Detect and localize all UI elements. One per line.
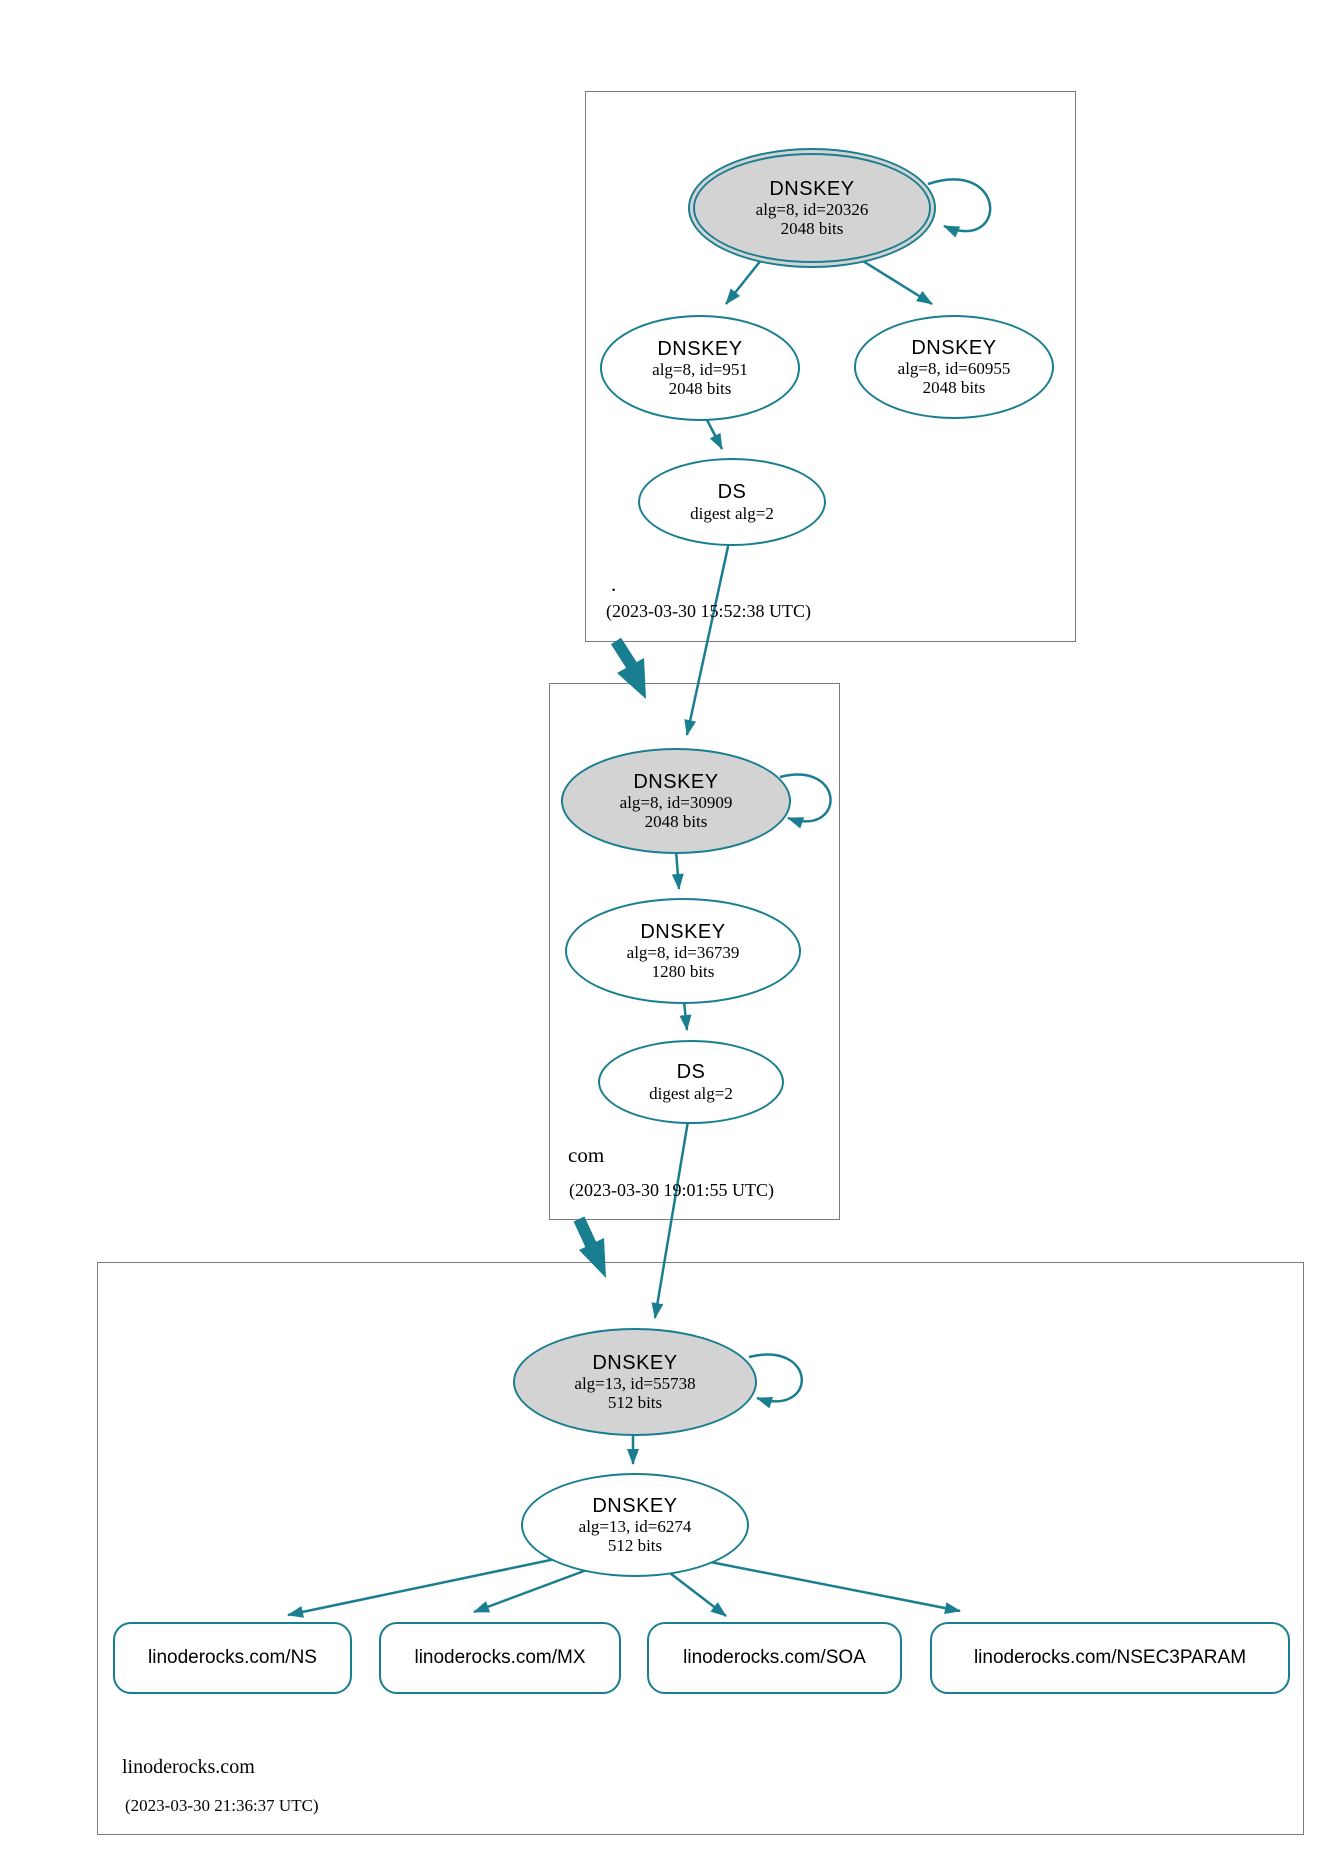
zone-cluster-linoderocks bbox=[97, 1262, 1304, 1835]
delegation-arrow-com-to-linoderocks-head bbox=[579, 1238, 606, 1278]
node-alg-id: alg=8, id=60955 bbox=[897, 359, 1011, 379]
zone-cluster-root bbox=[585, 91, 1076, 642]
node-bits: 2048 bits bbox=[922, 378, 986, 398]
node-bits: 2048 bits bbox=[644, 812, 708, 832]
node-bits: 1280 bits bbox=[651, 962, 715, 982]
node-alg-id: alg=8, id=30909 bbox=[619, 793, 733, 813]
edge-com-ds-to-linoderocks-ksk bbox=[651, 1120, 690, 1319]
zone-cluster-com bbox=[549, 683, 840, 1220]
zone-timestamp-linoderocks: (2023-03-30 21:36:37 UTC) bbox=[125, 1796, 319, 1815]
edge-root-ksk-to-zsk951 bbox=[725, 258, 763, 305]
node-alg-id: alg=8, id=36739 bbox=[626, 943, 740, 963]
rrset-label: linoderocks.com/SOA bbox=[683, 1647, 866, 1668]
rrset-node-soa: linoderocks.com/SOA bbox=[647, 1622, 902, 1694]
rrset-node-ns: linoderocks.com/NS bbox=[113, 1622, 352, 1694]
rrset-label: linoderocks.com/MX bbox=[414, 1647, 586, 1668]
delegation-arrow-com-to-linoderocks-shaft bbox=[573, 1216, 597, 1248]
dnskey-node-root-ksk-20326: DNSKEY alg=8, id=20326 2048 bits bbox=[688, 148, 936, 268]
edge-root-ksk-self-loop bbox=[927, 178, 992, 238]
node-title: DNSKEY bbox=[769, 177, 855, 200]
zone-label-com: com bbox=[568, 1143, 605, 1167]
delegation-arrow-root-to-com-head bbox=[617, 658, 646, 699]
edge-root-ds-to-com-ksk bbox=[684, 541, 731, 736]
ds-node-com: DS digest alg=2 bbox=[598, 1040, 784, 1124]
edge-com-ksk-self-loop bbox=[779, 773, 832, 829]
node-title: DNSKEY bbox=[592, 1351, 678, 1374]
node-title: DNSKEY bbox=[592, 1494, 678, 1517]
ds-node-root: DS digest alg=2 bbox=[638, 458, 826, 546]
dnskey-node-root-zsk-60955: DNSKEY alg=8, id=60955 2048 bits bbox=[854, 315, 1054, 419]
edge-root-zsk951-to-ds bbox=[704, 417, 724, 450]
zone-timestamp-com: (2023-03-30 19:01:55 UTC) bbox=[569, 1180, 774, 1200]
node-title: DNSKEY bbox=[633, 770, 719, 793]
edge-linoderocks-zsk-to-nsec3param bbox=[699, 1558, 961, 1615]
node-title: DNSKEY bbox=[640, 920, 726, 943]
rrset-node-mx: linoderocks.com/MX bbox=[379, 1622, 621, 1694]
node-alg-id: alg=13, id=6274 bbox=[578, 1517, 692, 1537]
node-bits: 2048 bits bbox=[668, 379, 732, 399]
edge-com-ksk-to-zsk bbox=[671, 850, 684, 890]
delegation-arrow-root-to-com-shaft bbox=[610, 637, 638, 670]
edge-linoderocks-zsk-to-mx bbox=[473, 1566, 593, 1614]
edge-linoderocks-ksk-self-loop bbox=[748, 1353, 803, 1409]
dnskey-node-root-zsk-951: DNSKEY alg=8, id=951 2048 bits bbox=[600, 315, 800, 421]
zone-label-linoderocks: linoderocks.com bbox=[122, 1756, 255, 1778]
dnskey-node-com-ksk-30909: DNSKEY alg=8, id=30909 2048 bits bbox=[561, 748, 791, 854]
edge-linoderocks-zsk-to-soa bbox=[665, 1569, 727, 1617]
node-title: DS bbox=[717, 481, 747, 504]
node-title: DNSKEY bbox=[657, 337, 743, 360]
zone-timestamp-root: (2023-03-30 15:52:38 UTC) bbox=[606, 601, 811, 621]
rrset-label: linoderocks.com/NS bbox=[148, 1647, 317, 1668]
rrset-node-nsec3param: linoderocks.com/NSEC3PARAM bbox=[930, 1622, 1290, 1694]
node-digest: digest alg=2 bbox=[649, 1083, 733, 1103]
rrset-label: linoderocks.com/NSEC3PARAM bbox=[973, 1647, 1247, 1668]
zone-label-root: . bbox=[611, 572, 617, 596]
node-bits: 512 bits bbox=[607, 1536, 663, 1556]
dnskey-node-linoderocks-zsk-6274: DNSKEY alg=13, id=6274 512 bits bbox=[521, 1473, 749, 1577]
dnskey-node-linoderocks-ksk-55738: DNSKEY alg=13, id=55738 512 bits bbox=[513, 1328, 757, 1436]
dnskey-node-com-zsk-36739: DNSKEY alg=8, id=36739 1280 bits bbox=[565, 898, 801, 1004]
node-title: DS bbox=[676, 1061, 706, 1084]
edge-com-zsk-to-ds bbox=[679, 1000, 692, 1031]
edge-linoderocks-zsk-to-ns bbox=[287, 1556, 561, 1618]
node-bits: 2048 bits bbox=[780, 219, 844, 239]
node-alg-id: alg=8, id=951 bbox=[652, 360, 748, 380]
node-digest: digest alg=2 bbox=[690, 503, 774, 523]
node-bits: 512 bits bbox=[607, 1393, 663, 1413]
node-alg-id: alg=13, id=55738 bbox=[574, 1374, 696, 1394]
node-title: DNSKEY bbox=[911, 336, 997, 359]
node-alg-id: alg=8, id=20326 bbox=[755, 200, 869, 220]
edge-root-ksk-to-zsk60955 bbox=[857, 256, 933, 306]
